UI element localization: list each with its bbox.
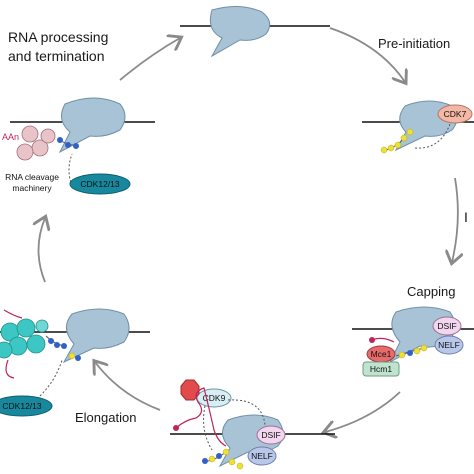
phospho-mark <box>48 338 54 344</box>
phospho-mark <box>202 458 208 464</box>
kinase-arrow <box>39 359 63 397</box>
kinase-arrow <box>68 153 73 187</box>
stage-label-processing-line2: and termination <box>8 48 105 64</box>
phospho-mark <box>222 448 230 456</box>
phospho-mark <box>65 142 71 148</box>
cdk12-13-kinase <box>0 395 53 417</box>
teal-complex-subunit <box>35 319 49 333</box>
rna-cleavage-label-line2: machinery <box>12 183 52 193</box>
rna-polymerase <box>58 97 126 154</box>
rna-cap <box>369 337 375 343</box>
mce1-label: Mce1 <box>371 349 392 359</box>
cycle-arrow-bottom-right <box>325 391 401 432</box>
cdk9-label: CDK9 <box>203 393 226 403</box>
stage-capping: DSIF NELF Mce1 Hcm1 <box>352 306 474 377</box>
stage-elongation: DSIF NELF CDK9 <box>170 379 335 470</box>
phospho-mark <box>73 143 79 149</box>
kinase-arrow <box>414 123 451 149</box>
aan-label: AAn <box>2 132 19 142</box>
cdk12-13-label: CDK12/13 <box>80 179 119 189</box>
rna-transcript <box>3 309 23 379</box>
phospho-mark <box>413 347 421 355</box>
hcm1-label: Hcm1 <box>370 364 392 374</box>
stage-label-processing-line1: RNA processing <box>8 29 108 45</box>
phospho-mark <box>407 350 413 356</box>
rna-transcript <box>175 387 227 447</box>
phospho-mark <box>394 141 402 149</box>
phospho-mark <box>400 134 408 142</box>
cleavage-factor <box>40 128 56 144</box>
cleavage-factor <box>21 125 39 143</box>
dsif-factor <box>256 425 286 445</box>
phospho-mark <box>228 458 236 466</box>
phospho-mark <box>406 128 414 136</box>
nelf-factor <box>434 335 464 355</box>
teal-complex-subunit <box>0 341 13 359</box>
cdk12-13-label: CDK12/13 <box>2 401 41 411</box>
hcm1-enzyme <box>362 361 400 377</box>
stage-preinitiation: CDK7 <box>362 100 474 154</box>
teal-complex-subunit <box>26 334 46 354</box>
cycle-arrow-right-top <box>329 27 405 82</box>
rna-cleavage-label-line1: RNA cleavage <box>5 172 59 182</box>
rna-polymerase <box>209 6 271 58</box>
phospho-mark <box>54 342 60 348</box>
phospho-mark <box>61 343 67 349</box>
dsif-label: DSIF <box>437 321 456 331</box>
cycle-arrow-right <box>452 177 458 262</box>
stage-termination: AAn CDK12/13 RNA cleavage machinery <box>2 97 155 195</box>
nelf-label: NELF <box>251 451 273 461</box>
cdk12-13-kinase <box>69 173 131 195</box>
stage-label-edge-fragment: I <box>464 209 468 225</box>
phospho-mark <box>68 352 76 360</box>
cdk7-label: CDK7 <box>444 109 467 119</box>
rna-transcript <box>371 337 395 343</box>
phospho-mark <box>75 355 81 361</box>
kinase-arrow <box>203 405 213 451</box>
rna-polymerase <box>62 308 130 364</box>
rna-cap <box>173 425 179 431</box>
stage-label-elongation: Elongation <box>75 410 136 425</box>
phospho-mark <box>420 344 428 352</box>
phospho-mark <box>380 146 388 154</box>
stage-label-capping: Capping <box>407 284 455 299</box>
teal-complex-subunit <box>16 318 36 338</box>
cycle-arrow-top <box>119 38 180 81</box>
cycle-arrow-bottom-left <box>95 362 161 411</box>
dsif-label: DSIF <box>261 430 280 440</box>
nelf-factor <box>247 446 277 466</box>
stage-processing-left: CDK12/13 <box>0 308 150 417</box>
cleavage-factor <box>16 143 34 161</box>
stop-octagon-icon <box>180 379 200 401</box>
stage-label-preinitiation: Pre-initiation <box>378 36 450 51</box>
phospho-mark <box>208 455 216 463</box>
phospho-mark <box>216 453 222 459</box>
dsif-factor <box>432 316 462 336</box>
phospho-mark <box>236 462 244 470</box>
phospho-mark <box>387 144 395 152</box>
cycle-arrow-left <box>39 218 46 283</box>
nelf-label: NELF <box>438 340 460 350</box>
stage-free-polymerase <box>180 6 330 58</box>
phospho-mark <box>57 137 63 143</box>
cdk7-kinase <box>437 104 473 124</box>
phospho-mark <box>398 351 406 359</box>
kinase-arrow <box>227 399 266 426</box>
